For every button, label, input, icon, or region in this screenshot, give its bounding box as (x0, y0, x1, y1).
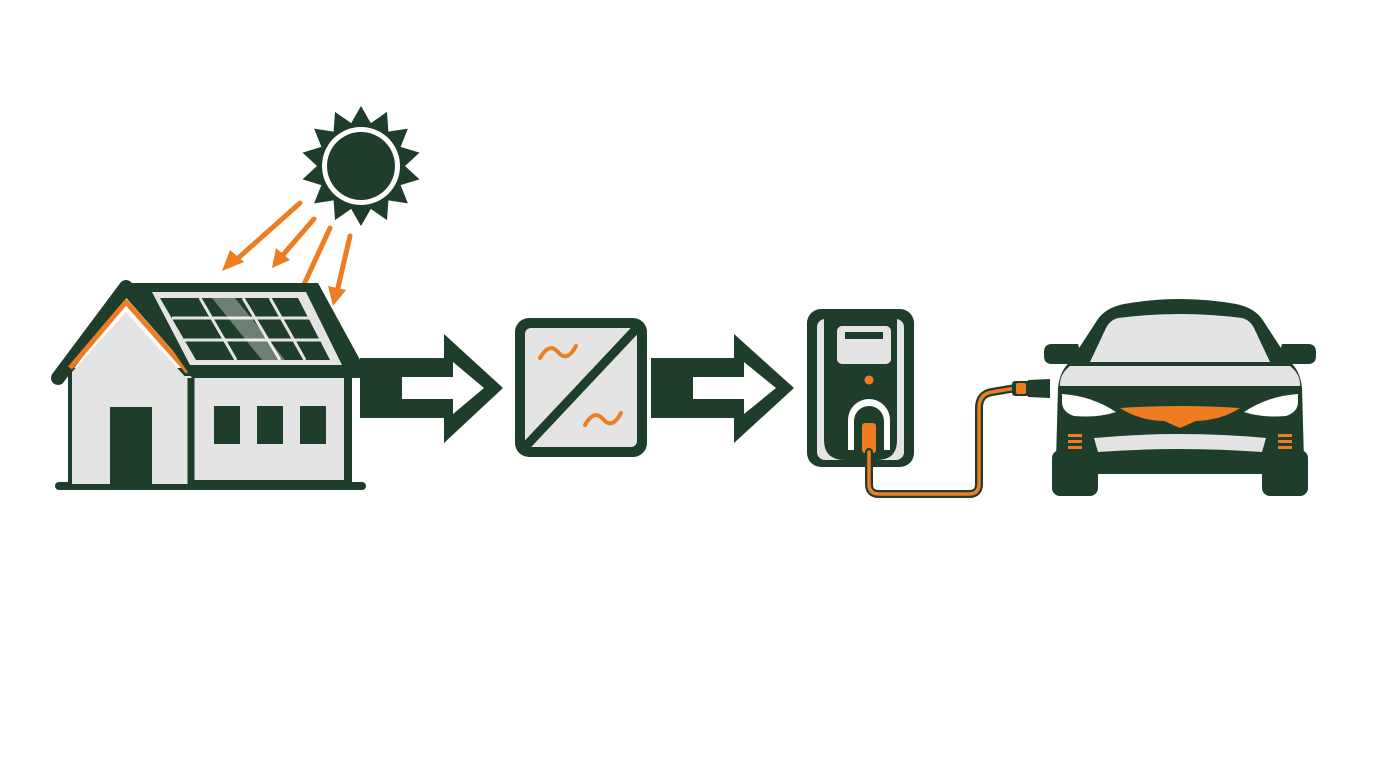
charging-plug-icon (862, 423, 876, 453)
headlight-icon (1244, 394, 1298, 417)
solar-panel-icon (152, 292, 342, 365)
ev-charger-icon (807, 309, 914, 467)
windshield-icon (1090, 314, 1270, 362)
headlight-icon (1062, 394, 1116, 417)
sunlight-ray-icon (222, 200, 303, 271)
sun-icon (302, 106, 420, 226)
window-icon (257, 406, 283, 444)
inverter-icon (515, 318, 647, 457)
electric-car-icon (1044, 299, 1316, 496)
fog-light-icon (1278, 434, 1292, 449)
sunlight-ray-icon (272, 216, 317, 268)
sunlight-ray-icon (328, 233, 353, 306)
ac-wave-icon (583, 411, 623, 427)
solar-house-icon (51, 280, 370, 490)
fog-light-icon (1068, 434, 1082, 449)
grille-icon (1120, 406, 1240, 428)
window-icon (214, 406, 240, 444)
charger-screen-icon (837, 326, 891, 364)
charger-status-light-icon (864, 375, 874, 385)
dc-wave-icon (538, 344, 578, 360)
door-icon (110, 407, 152, 484)
charging-cable-icon (865, 379, 1050, 498)
arrow-right-icon (651, 334, 794, 443)
arrow-right-icon (360, 334, 503, 443)
window-icon (300, 406, 326, 444)
